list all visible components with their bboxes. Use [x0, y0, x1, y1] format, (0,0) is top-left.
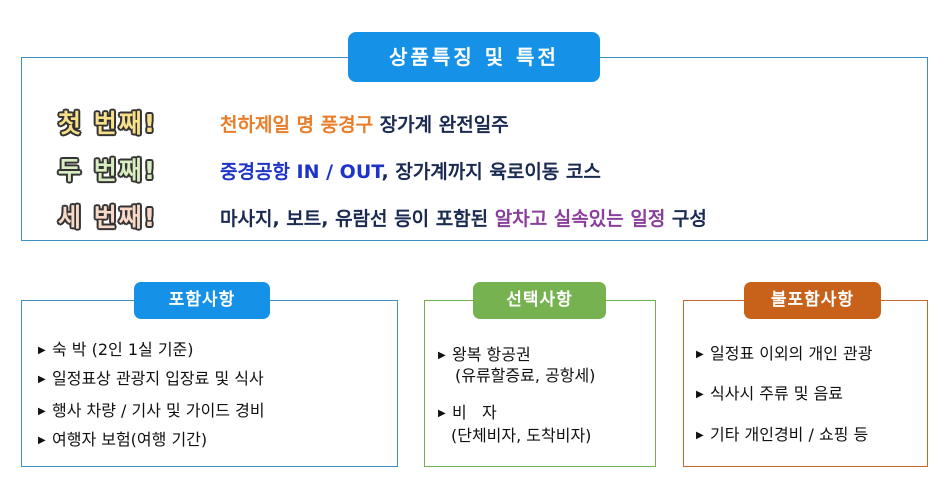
optional-item: ▶비 자 — [438, 403, 497, 422]
feature-ordinal-1: 첫 번째! — [58, 109, 158, 138]
feature-ordinal-2: 두 번째! — [58, 156, 158, 185]
included-title: 포함사항 — [134, 282, 270, 319]
feature-highlight-1: 천하제일 명 풍경구 — [220, 114, 374, 136]
excluded-item: ▶식사시 주류 및 음료 — [696, 384, 844, 403]
optional-title: 선택사항 — [473, 282, 606, 319]
feature-rest-1: 장가계 완전일주 — [373, 114, 509, 136]
triangle-right-icon: ▶ — [38, 345, 46, 356]
feature-highlight-2: 중경공항 IN / OUT — [220, 161, 382, 183]
excluded-item: ▶일정표 이외의 개인 관광 — [696, 344, 873, 363]
included-item: ▶행사 차량 / 기사 및 가이드 경비 — [38, 401, 265, 420]
triangle-right-icon: ▶ — [38, 406, 46, 417]
triangle-right-icon: ▶ — [38, 374, 46, 385]
triangle-right-icon: ▶ — [696, 389, 704, 400]
feature-lead-3: 마사지, 보트, 유람선 등이 포함된 — [220, 208, 495, 230]
triangle-right-icon: ▶ — [696, 430, 704, 441]
triangle-right-icon: ▶ — [438, 350, 446, 361]
features-panel — [21, 57, 928, 241]
triangle-right-icon: ▶ — [438, 408, 446, 419]
features-title: 상품특징 및 특전 — [348, 32, 600, 82]
feature-rest-2: , 장가계까지 육로이동 코스 — [381, 161, 601, 183]
triangle-right-icon: ▶ — [696, 349, 704, 360]
optional-item: ▶왕복 항공권 — [438, 345, 531, 364]
optional-panel — [424, 300, 656, 467]
included-item: ▶숙 박 (2인 1실 기준) — [38, 340, 194, 359]
feature-text-1: 천하제일 명 풍경구 장가계 완전일주 — [220, 110, 509, 137]
feature-highlight-3: 알차고 실속있는 일정 — [494, 208, 666, 230]
included-item: ▶여행자 보험(여행 기간) — [38, 430, 208, 449]
included-panel — [21, 300, 398, 467]
excluded-item: ▶기타 개인경비 / 쇼핑 등 — [696, 425, 869, 444]
included-item: ▶일정표상 관광지 입장료 및 식사 — [38, 369, 264, 388]
triangle-right-icon: ▶ — [38, 435, 46, 446]
excluded-title: 불포함사항 — [744, 282, 881, 319]
feature-text-2: 중경공항 IN / OUT, 장가계까지 육로이동 코스 — [220, 157, 601, 184]
feature-rest-3: 구성 — [665, 208, 707, 230]
feature-ordinal-3: 세 번째! — [58, 203, 158, 232]
optional-item-note: (단체비자, 도착비자) — [451, 426, 592, 445]
feature-text-3: 마사지, 보트, 유람선 등이 포함된 알차고 실속있는 일정 구성 — [220, 204, 707, 231]
optional-item-note: (유류할증료, 공항세) — [455, 366, 596, 385]
